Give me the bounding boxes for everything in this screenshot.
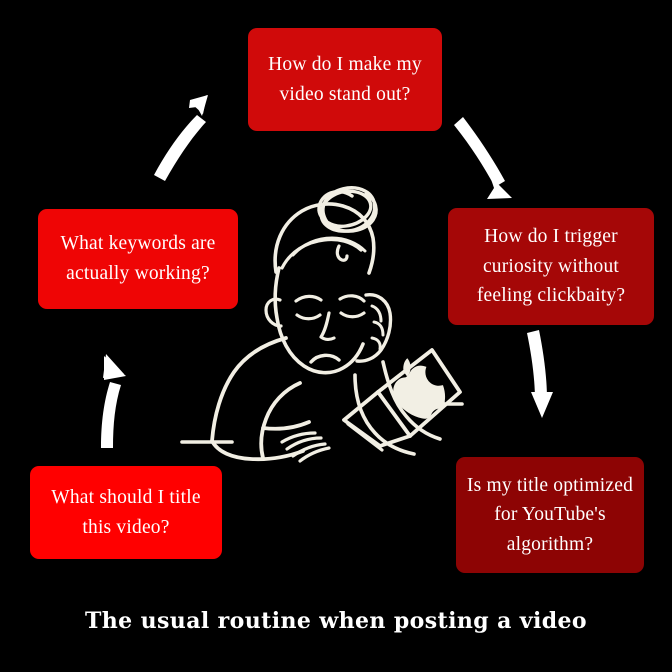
question-text: Is my title optimized for YouTube's algo… (466, 474, 634, 555)
arrow-top-right (454, 117, 512, 199)
question-box-top[interactable]: How do I make my video stand out? (248, 28, 442, 131)
question-box-bottom-right[interactable]: Is my title optimized for YouTube's algo… (456, 457, 644, 573)
arrow-left-up (154, 95, 208, 181)
question-box-right[interactable]: How do I trigger curiosity without feeli… (448, 208, 654, 325)
question-text: How do I make my video stand out? (268, 53, 422, 105)
thought-scribble-icon (317, 186, 378, 262)
question-text: What keywords are actually working? (60, 233, 216, 284)
question-text: What should I title this video? (51, 486, 201, 538)
question-text: How do I trigger curiosity without feeli… (476, 226, 626, 307)
apple-logo-icon (393, 358, 446, 419)
question-box-left[interactable]: What keywords are actually working? (38, 209, 238, 309)
question-box-bottom-left[interactable]: What should I title this video? (30, 466, 222, 559)
arrow-bottom-left-up (101, 354, 126, 448)
arrow-right-down (527, 330, 553, 418)
caption-text: The usual routine when posting a video (85, 608, 587, 634)
